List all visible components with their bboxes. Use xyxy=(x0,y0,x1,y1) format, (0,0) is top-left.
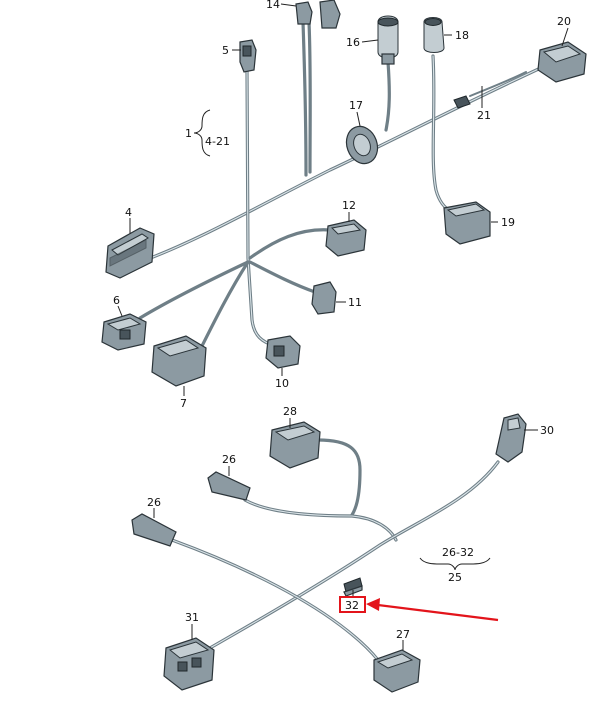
connector-20 xyxy=(537,41,587,83)
red-pointer-arrow xyxy=(366,598,499,622)
connector-19 xyxy=(443,201,491,245)
connector-18 xyxy=(423,17,445,53)
bracket-25 xyxy=(419,557,491,571)
callout-26-32: 26-32 xyxy=(442,546,474,559)
connector-7 xyxy=(151,335,207,387)
connector-30 xyxy=(495,413,527,463)
callout-16: 16 xyxy=(346,36,360,49)
connector-12 xyxy=(325,219,367,257)
callout-7: 7 xyxy=(180,397,187,410)
upper-harness xyxy=(101,0,587,387)
callout-25: 25 xyxy=(448,571,462,584)
connector-14 xyxy=(295,0,341,29)
connector-31 xyxy=(163,637,215,691)
connector-26-upper xyxy=(207,471,251,501)
clip-21 xyxy=(453,95,471,109)
callout-21: 21 xyxy=(477,109,491,122)
callout-32: 32 xyxy=(345,599,359,612)
callout-18: 18 xyxy=(455,29,469,42)
callout-14: 14 xyxy=(266,0,280,11)
connector-27 xyxy=(373,649,421,693)
leader-lines xyxy=(117,3,569,650)
callout-10: 10 xyxy=(275,377,289,390)
lower-harness xyxy=(131,413,527,693)
callout-17: 17 xyxy=(349,99,363,112)
brace-1 xyxy=(193,109,211,157)
connector-11 xyxy=(311,281,337,315)
callout-4-21: 4-21 xyxy=(205,135,230,148)
callout-26-upper: 26 xyxy=(222,453,236,466)
callout-28: 28 xyxy=(283,405,297,418)
connector-5 xyxy=(239,39,257,73)
callout-11: 11 xyxy=(348,296,362,309)
connector-4 xyxy=(105,227,155,279)
connector-28 xyxy=(269,421,321,469)
callout-4: 4 xyxy=(125,206,132,219)
connector-26-lower xyxy=(131,513,177,547)
connector-6 xyxy=(101,313,147,351)
callout-31: 31 xyxy=(185,611,199,624)
callout-1: 1 xyxy=(185,127,192,140)
highlight-box-32 xyxy=(339,596,366,613)
connector-16 xyxy=(377,15,399,65)
callout-26-lower: 26 xyxy=(147,496,161,509)
callout-30: 30 xyxy=(540,424,554,437)
callout-27: 27 xyxy=(396,628,410,641)
callout-19: 19 xyxy=(501,216,515,229)
callout-labels: 14 5 16 18 20 17 21 1 4-21 4 12 19 6 11 … xyxy=(113,0,571,641)
callout-6: 6 xyxy=(113,294,120,307)
callout-20: 20 xyxy=(557,15,571,28)
connector-10 xyxy=(265,335,301,369)
grommet-17 xyxy=(345,125,379,165)
callout-12: 12 xyxy=(342,199,356,212)
callout-5: 5 xyxy=(222,44,229,57)
